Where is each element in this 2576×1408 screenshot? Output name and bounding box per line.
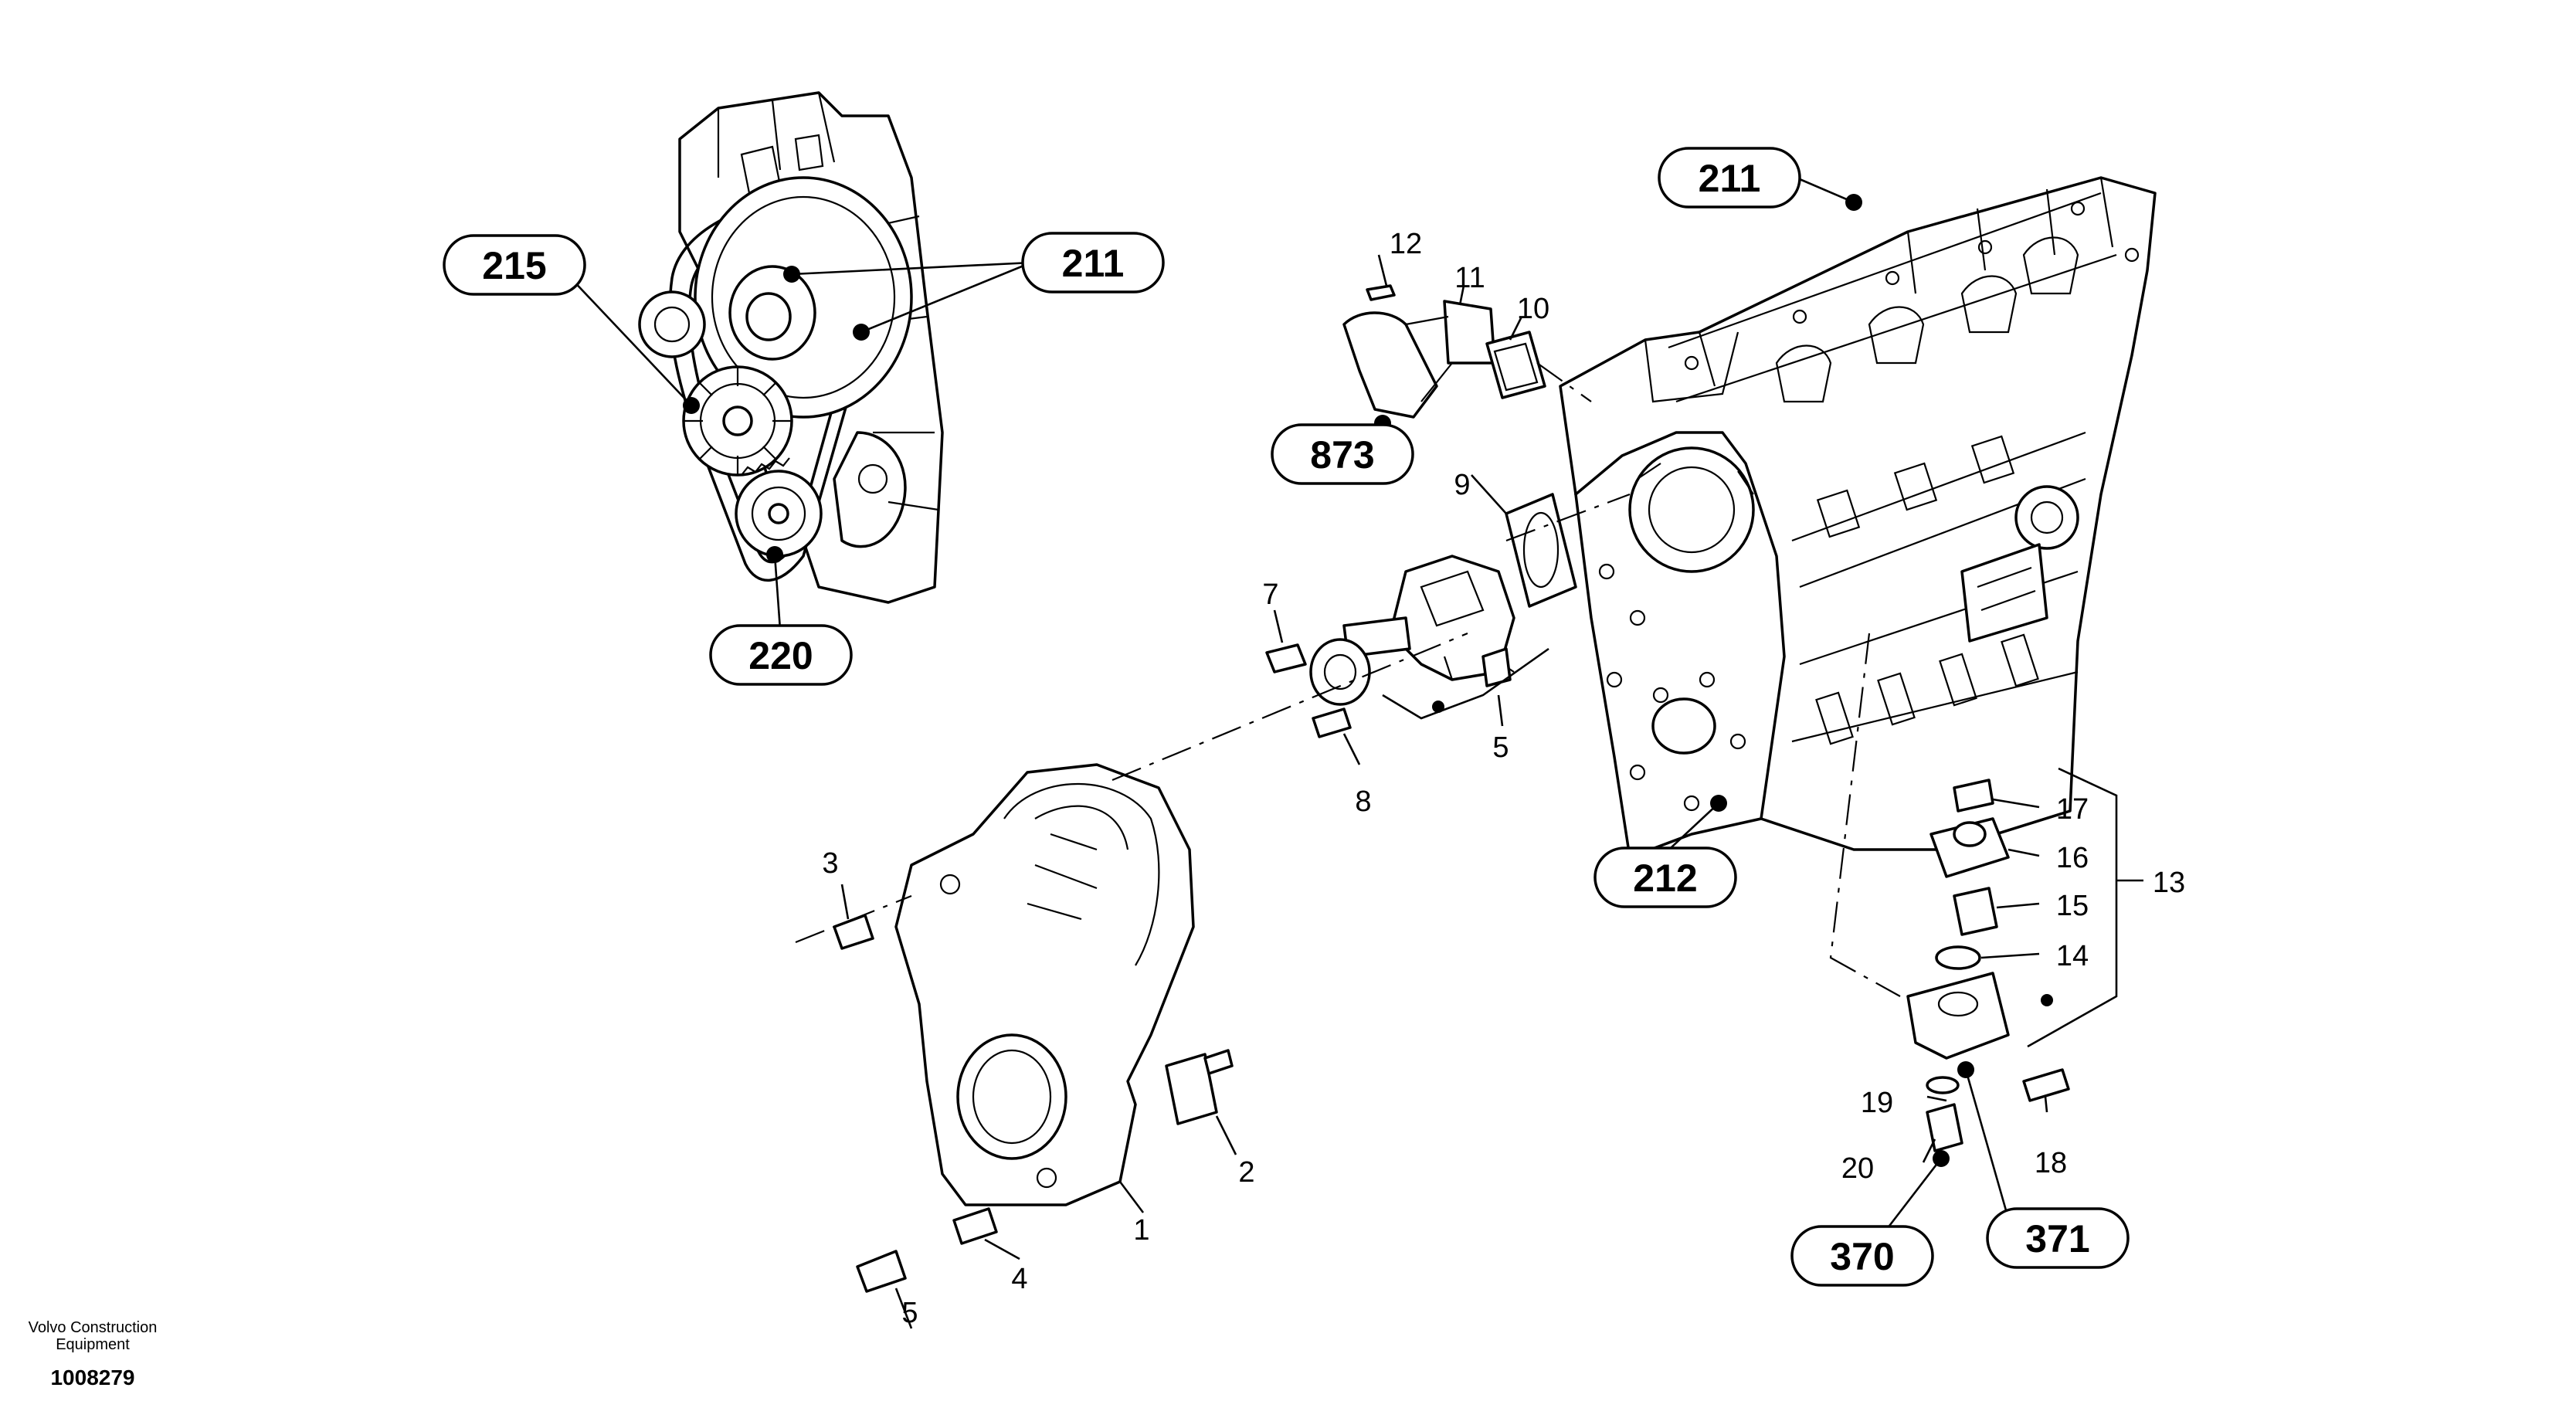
reference-label-215: 215 [443, 234, 586, 296]
engine-block-illustration [1559, 176, 2157, 859]
part-number-14: 14 [2056, 940, 2089, 972]
ref-371-text: 371 [2025, 1217, 2089, 1260]
part-number-19: 19 [1861, 1087, 1893, 1119]
part-number-13: 13 [2153, 867, 2185, 899]
ref-215-text: 215 [482, 244, 546, 287]
part-number-12: 12 [1390, 228, 1422, 260]
footer-company-line1: Volvo Construction [28, 1319, 158, 1336]
footer-drawing-number: 1008279 [50, 1366, 135, 1389]
ref-873-text: 873 [1310, 433, 1374, 477]
ref-211-inset-text: 211 [1062, 242, 1125, 285]
part-number-3: 3 [822, 847, 838, 880]
leader-lines [555, 178, 2143, 1329]
part-numbers: 1 2 3 4 5 5 7 8 9 10 11 12 13 14 15 16 1… [822, 228, 2185, 1329]
part-number-18: 18 [2035, 1147, 2067, 1179]
thermostat-outlet-illustration [1342, 284, 1546, 419]
timing-cover-illustration [833, 763, 1234, 1293]
reference-label-873: 873 [1271, 423, 1414, 485]
part-number-5-lower: 5 [901, 1297, 918, 1329]
part-number-9: 9 [1454, 469, 1470, 501]
water-pump-illustration [1265, 493, 1577, 738]
part-number-17: 17 [2056, 793, 2089, 826]
reference-label-211-inset: 211 [1021, 232, 1165, 293]
timing-belt-assembly-illustration [638, 91, 944, 604]
reference-label-211-upper: 211 [1658, 147, 1801, 209]
ref-211-upper-text: 211 [1699, 157, 1761, 200]
part-number-16: 16 [2056, 842, 2089, 874]
part-number-20: 20 [1841, 1152, 1874, 1185]
reference-label-371: 371 [1986, 1207, 2130, 1269]
ref-220-text: 220 [748, 634, 813, 677]
part-number-11: 11 [1454, 262, 1485, 294]
reference-label-212: 212 [1593, 846, 1737, 908]
part-number-7: 7 [1262, 578, 1278, 611]
reference-label-370: 370 [1790, 1225, 1934, 1287]
part-number-8: 8 [1355, 785, 1371, 818]
thermostat-housing-illustration [1906, 779, 2070, 1152]
part-number-15: 15 [2056, 890, 2089, 922]
part-number-5-pump: 5 [1492, 731, 1509, 764]
ref-212-text: 212 [1633, 857, 1697, 900]
part-number-1: 1 [1133, 1214, 1149, 1247]
part-number-2: 2 [1238, 1156, 1254, 1189]
part-number-10: 10 [1517, 293, 1549, 325]
reference-label-220: 220 [709, 624, 853, 686]
center-lines [795, 362, 1901, 997]
part-number-4: 4 [1011, 1263, 1027, 1295]
ref-370-text: 370 [1830, 1235, 1894, 1278]
footer-company: Volvo Construction Equipment [15, 1319, 170, 1353]
footer-company-line2: Equipment [56, 1336, 130, 1353]
